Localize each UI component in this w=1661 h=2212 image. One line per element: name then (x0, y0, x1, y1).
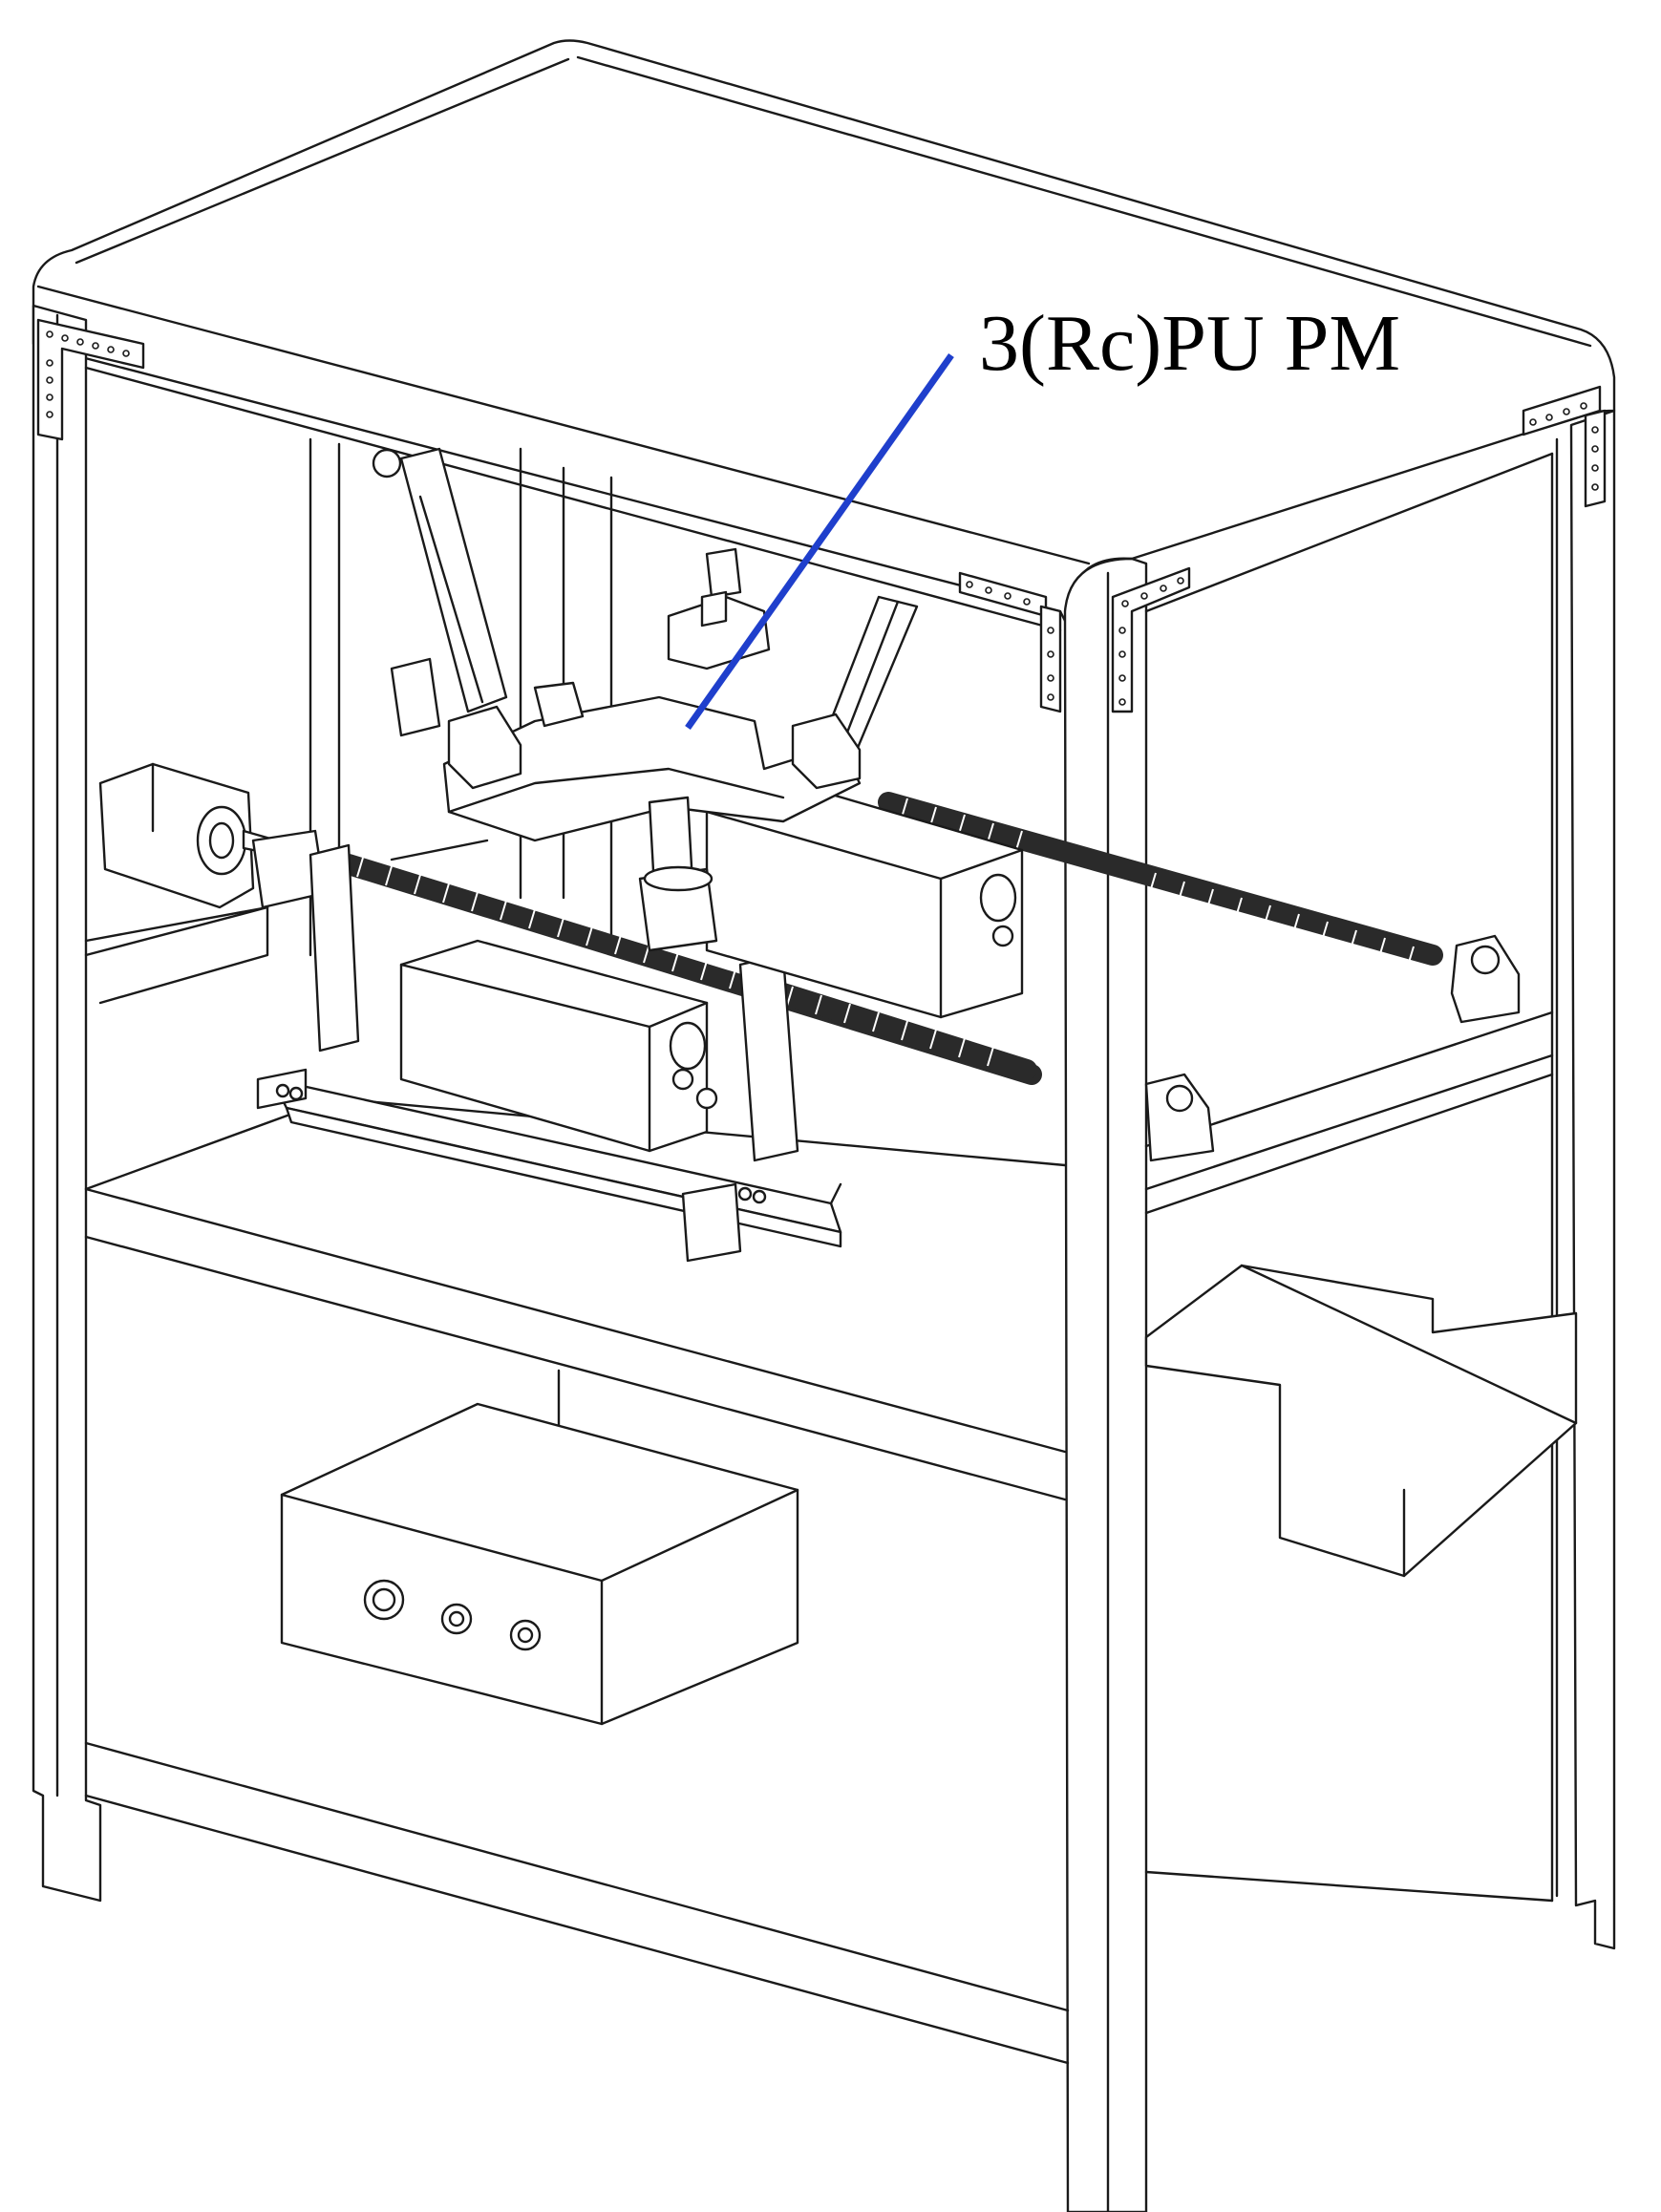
right-side-rails (1144, 452, 1554, 1903)
rear-carriage (705, 781, 1024, 1019)
ball-screws (338, 792, 1443, 1085)
front-carriage (399, 939, 718, 1153)
bearing-supports (251, 829, 1521, 1162)
step-block (1144, 1264, 1578, 1578)
bracket-back-right (1522, 385, 1607, 508)
callout-leader-line (685, 352, 954, 731)
front-left-post (32, 304, 102, 1903)
moving-platform (390, 657, 862, 842)
callout-label: 3(Rc)PU PM (979, 299, 1401, 388)
central-column (638, 796, 718, 952)
bracket-front-left (36, 318, 145, 441)
back-right-post (1555, 409, 1616, 1950)
leg-left (372, 447, 508, 713)
upper-joint (667, 547, 771, 670)
bracket-front-right (958, 566, 1191, 713)
left-stepper-motor (98, 762, 279, 909)
parallel-mechanism (372, 447, 919, 952)
control-box (280, 1402, 799, 1726)
sliding-carriages (399, 781, 1024, 1153)
corner-brackets (36, 318, 1607, 713)
front-right-post (1063, 557, 1148, 2212)
control-box-connectors (363, 1579, 542, 1651)
screw-threads (356, 798, 1415, 1067)
front-frame-rails (84, 366, 1070, 2065)
linear-guide-rail (256, 1068, 842, 1263)
